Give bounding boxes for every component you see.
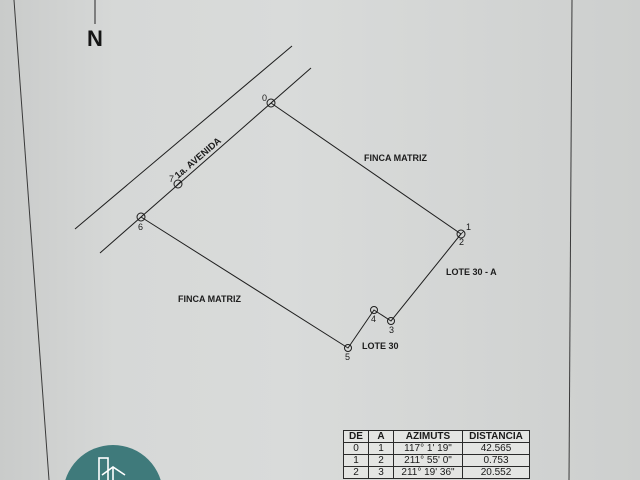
cell-a: 2	[368, 454, 394, 467]
vertex-7: 7	[169, 174, 183, 189]
table-header-row: DE A AZIMUTS DISTANCIA	[343, 430, 530, 443]
vertex-3: 3	[387, 317, 395, 335]
col-header-de: DE	[343, 430, 369, 443]
cell-distancia: 0.753	[462, 454, 530, 467]
col-header-azimuts: AZIMUTS	[393, 430, 463, 443]
sheet-border-right	[568, 0, 573, 480]
svg-text:1: 1	[466, 222, 471, 232]
cell-de: 1	[343, 454, 369, 467]
vertex-6: 6	[136, 212, 146, 232]
azimuth-distance-table: DE A AZIMUTS DISTANCIA 0 1 117° 1' 19" 4…	[343, 430, 530, 479]
svg-text:5: 5	[345, 352, 350, 362]
table-row: 1 2 211° 55' 0" 0.753	[343, 454, 530, 467]
vertex-4: 4	[370, 306, 378, 324]
cell-de: 0	[343, 442, 369, 455]
table-row: 2 3 211° 19' 36" 20.552	[343, 466, 530, 479]
cell-azimut: 211° 19' 36"	[393, 466, 463, 479]
sheet-border-left	[13, 0, 50, 480]
svg-text:4: 4	[371, 314, 376, 324]
label-finca-matriz-left: FINCA MATRIZ	[178, 294, 241, 304]
vertex-1-2: 1 2	[456, 222, 471, 247]
svg-text:2: 2	[459, 237, 464, 247]
vertex-0: 0	[262, 93, 276, 108]
label-lote-30: LOTE 30	[362, 341, 399, 351]
svg-text:3: 3	[389, 325, 394, 335]
property-boundary	[140, 102, 462, 349]
cell-azimut: 211° 55' 0"	[393, 454, 463, 467]
avenue-inner-edge	[99, 67, 312, 254]
svg-text:6: 6	[138, 222, 143, 232]
col-header-distancia: DISTANCIA	[462, 430, 530, 443]
north-label: N	[87, 26, 103, 51]
street-label: 1a. AVENIDA	[173, 135, 224, 181]
company-logo	[63, 445, 163, 480]
cell-azimut: 117° 1' 19"	[393, 442, 463, 455]
cell-distancia: 20.552	[462, 466, 530, 479]
svg-text:0: 0	[262, 93, 267, 103]
label-finca-matriz-top: FINCA MATRIZ	[364, 153, 427, 163]
building-logo-icon	[98, 457, 126, 480]
avenue-outer-edge	[74, 45, 293, 230]
cell-a: 3	[368, 466, 394, 479]
table-row: 0 1 117° 1' 19" 42.565	[343, 442, 530, 455]
label-lote-30-a: LOTE 30 - A	[446, 267, 497, 277]
vertex-markers: 0 1 2 3 4 5 6	[136, 93, 471, 362]
north-arrow-icon: N	[87, 0, 103, 51]
vertex-5: 5	[344, 344, 352, 362]
cell-de: 2	[343, 466, 369, 479]
col-header-a: A	[368, 430, 394, 443]
cell-a: 1	[368, 442, 394, 455]
svg-text:7: 7	[169, 174, 174, 184]
cell-distancia: 42.565	[462, 442, 530, 455]
